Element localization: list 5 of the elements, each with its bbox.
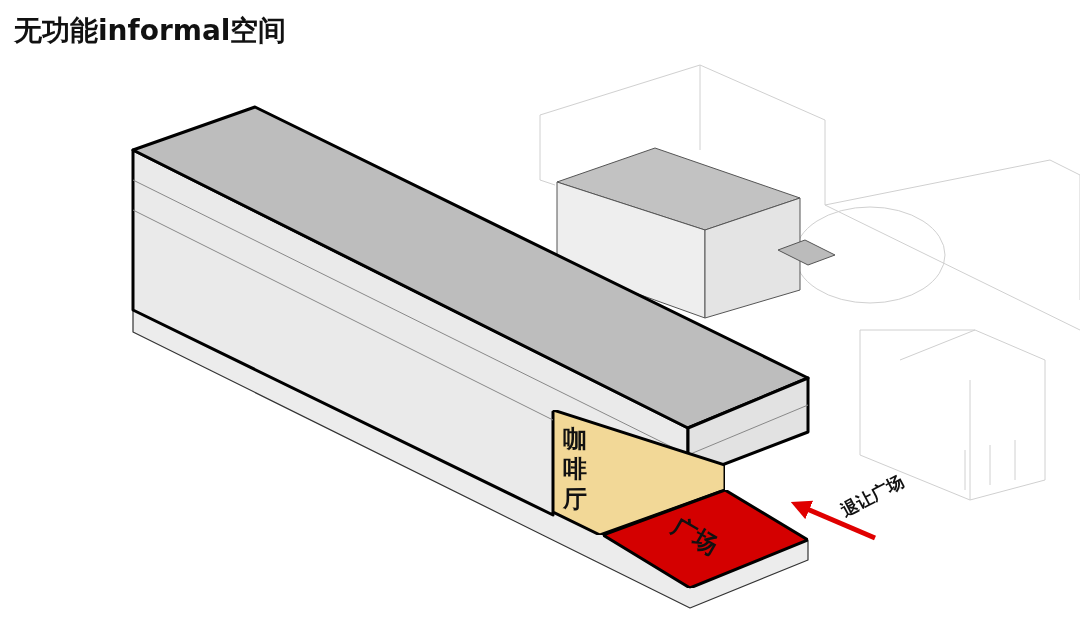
title: 无功能informal空间 bbox=[14, 13, 287, 49]
plaza-label: 退让广场 bbox=[836, 470, 908, 523]
plaza-name: 广场 bbox=[666, 510, 724, 562]
cafe-label: 咖啡厅 bbox=[563, 424, 588, 514]
plaza-area bbox=[603, 490, 808, 588]
